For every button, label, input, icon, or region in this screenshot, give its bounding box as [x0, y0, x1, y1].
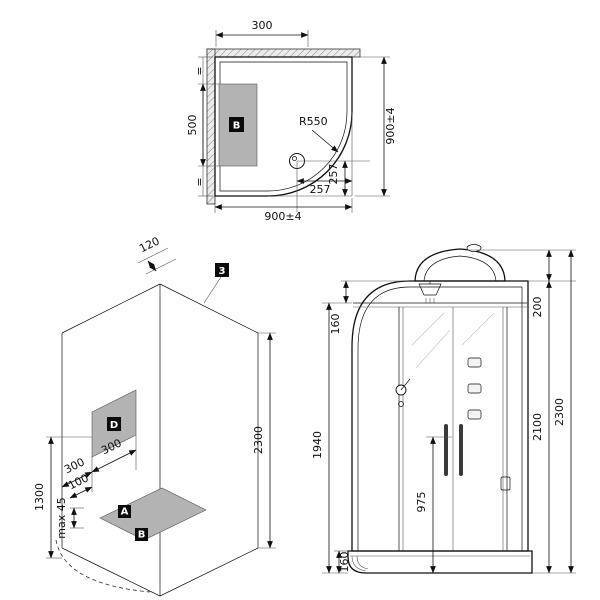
tray-rim	[219, 61, 348, 192]
cabin-outline	[351, 280, 529, 552]
label-d: D	[110, 420, 118, 431]
dim-160-top-label: 160	[329, 314, 342, 335]
door-handle-right	[459, 424, 463, 476]
accessory-box	[500, 476, 511, 491]
label-b: B	[233, 121, 241, 132]
dim-257-h-label: 257	[310, 183, 331, 196]
drain-hole	[292, 156, 297, 161]
dim-1940: 1940	[311, 302, 348, 574]
callout-3-box	[215, 263, 229, 277]
dim-975: 975	[415, 436, 452, 574]
iso-view: 120 3 2300 D 300 300 100	[33, 234, 276, 597]
tray-curve-1	[351, 555, 367, 572]
tray-curve-2	[356, 555, 369, 570]
door-handle-left	[444, 424, 448, 476]
dim-120-label: 120	[137, 234, 162, 255]
dim-max-45: max 45	[55, 497, 84, 539]
callout-3-label: 3	[219, 266, 226, 277]
roof-dome-inner	[423, 255, 497, 282]
floor-panel-area	[99, 487, 207, 541]
dim-height-label: 900±4	[384, 107, 397, 144]
mixer-icon	[395, 378, 411, 407]
label-d-box	[107, 417, 121, 431]
label-a: A	[121, 507, 129, 518]
dim-160-bottom: 160	[334, 550, 351, 574]
dim-1300-label: 1300	[33, 483, 46, 511]
label-b-iso-box	[135, 528, 148, 541]
dim-257-horizontal: 257	[296, 178, 353, 196]
roof-dome	[414, 248, 506, 282]
tray-footprint	[55, 539, 151, 593]
equal-mark-top: =	[193, 66, 206, 75]
callout-3-leader	[203, 276, 222, 304]
front-view: 160 1940 160 975 200 2100 2300	[311, 244, 576, 574]
dome-knob	[466, 244, 482, 252]
dim-300: 300	[215, 19, 309, 47]
dim-120: 120	[137, 234, 177, 275]
shower-head-icon	[418, 281, 442, 303]
dim-160-top: 160	[322, 280, 409, 335]
dim-160-bottom-label: 160	[338, 552, 351, 573]
dim-max-45-label: max 45	[55, 497, 68, 538]
dim-500: 500 = =	[186, 56, 219, 197]
dim-1300: 1300	[33, 436, 92, 559]
wall-left	[206, 48, 216, 205]
dim-1940-label: 1940	[311, 431, 324, 459]
cabin-inner-frame	[357, 286, 523, 551]
dim-2300-iso-label: 2300	[252, 426, 265, 454]
label-b-box	[229, 117, 244, 132]
dim-300-label: 300	[252, 19, 273, 32]
dim-right-stack: 200 2100 2300	[466, 249, 576, 574]
dim-500-label: 500	[186, 115, 199, 136]
dim-2300-iso: 2300	[252, 332, 276, 549]
top-view: B R550 300 500 = =	[186, 19, 397, 223]
dim-200-label: 200	[531, 297, 544, 318]
massage-jets	[467, 357, 482, 420]
glass-frames	[398, 307, 508, 551]
room-outline	[61, 283, 259, 597]
equal-mark-bottom: =	[193, 177, 206, 186]
dim-height-900: 900±4	[355, 56, 397, 197]
radius-leader	[311, 129, 339, 153]
dim-width-label: 900±4	[264, 210, 301, 223]
wall-top	[206, 48, 361, 58]
tray-outline	[214, 56, 353, 197]
label-a-box	[118, 505, 131, 518]
dim-2100-label: 2100	[531, 413, 544, 441]
tray-base	[347, 550, 533, 574]
label-b-iso: B	[138, 530, 146, 541]
dim-975-label: 975	[415, 492, 428, 513]
dim-width-900: 900±4	[214, 198, 353, 223]
radius-label: R550	[299, 115, 328, 128]
dim-2300-label: 2300	[553, 398, 566, 426]
